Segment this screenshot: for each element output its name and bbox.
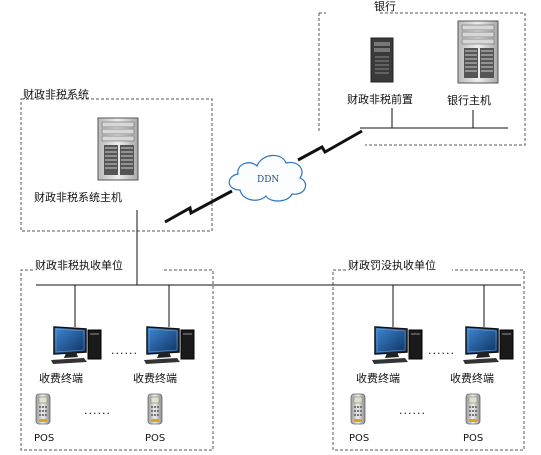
bank-title: 银行 [374, 0, 396, 13]
computer-icon [371, 326, 423, 365]
pos-label: POS [145, 433, 166, 444]
right-unit-box [332, 269, 525, 451]
fiscal-system-title: 财政非税系统 [23, 88, 89, 101]
pos-label: POS [463, 433, 484, 444]
server-icon [97, 117, 139, 181]
pos-label: POS [34, 433, 55, 444]
server-icon [370, 37, 394, 83]
pos-terminal-icon [350, 393, 366, 425]
bank-network-line [360, 108, 508, 129]
computer-icon [50, 326, 102, 365]
server-icon [457, 20, 499, 84]
left-unit-title: 财政非税执收单位 [35, 259, 123, 272]
terminal-ellipsis: ...... [111, 344, 138, 357]
front-server-label: 财政非税前置 [347, 93, 413, 106]
bank-box [318, 12, 526, 146]
fiscal-host-label: 财政非税系统主机 [34, 191, 122, 204]
pos-terminal-icon [147, 393, 163, 425]
computer-icon [462, 326, 514, 365]
fiscal-system-box [20, 98, 213, 232]
cloud-icon [228, 154, 307, 202]
bank-host-label: 银行主机 [447, 94, 491, 107]
pos-label: POS [349, 433, 370, 444]
pos-terminal-icon [35, 393, 51, 425]
terminal-label: 收费终端 [356, 372, 400, 385]
left-unit-box [20, 269, 214, 451]
wan-link [164, 129, 363, 224]
pos-ellipsis: ...... [399, 404, 426, 417]
ddn-label: DDN [257, 175, 280, 185]
terminal-ellipsis: ...... [428, 344, 455, 357]
terminal-drop-lines [74, 285, 485, 327]
terminal-label: 收费终端 [133, 372, 177, 385]
terminal-label: 收费终端 [39, 372, 83, 385]
pos-terminal-icon [465, 393, 481, 425]
computer-icon [143, 326, 195, 365]
pos-ellipsis: ...... [84, 404, 111, 417]
right-unit-title: 财政罚没执收单位 [348, 259, 436, 272]
terminal-label: 收费终端 [450, 372, 494, 385]
